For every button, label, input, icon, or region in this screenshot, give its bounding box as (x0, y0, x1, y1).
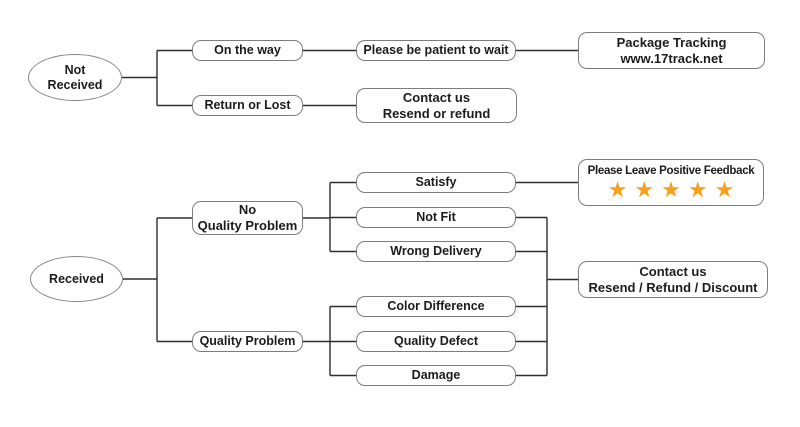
feedback-stars: ★★★★★ (607, 177, 742, 202)
connector-received-branch (123, 217, 192, 343)
node-satisfy: Satisfy (356, 172, 516, 193)
node-not-received: Not Received (28, 54, 122, 101)
node-received: Received (30, 256, 123, 302)
node-color-difference-label: Color Difference (387, 299, 485, 313)
node-received-label: Received (49, 271, 104, 286)
node-satisfy-label: Satisfy (415, 175, 457, 189)
node-no-quality-problem-label: No Quality Problem (197, 202, 298, 233)
node-return-or-lost: Return or Lost (192, 95, 303, 116)
node-damage-label: Damage (411, 368, 461, 382)
node-not-fit-label: Not Fit (416, 210, 456, 224)
node-wrong-delivery: Wrong Delivery (356, 241, 516, 262)
node-quality-problem: Quality Problem (192, 331, 303, 352)
node-be-patient-label: Please be patient to wait (363, 43, 509, 57)
node-quality-defect-label: Quality Defect (393, 334, 479, 348)
node-color-difference: Color Difference (356, 296, 516, 317)
node-contact-resend-refund-discount: Contact us Resend / Refund / Discount (578, 261, 768, 298)
node-be-patient: Please be patient to wait (356, 40, 516, 61)
node-package-tracking: Package Tracking www.17track.net (578, 32, 765, 69)
node-quality-defect: Quality Defect (356, 331, 516, 352)
connector-quality-branch (303, 305, 356, 377)
node-not-received-label: Not Received (47, 62, 103, 92)
node-package-tracking-label: Package Tracking www.17track.net (616, 34, 727, 66)
node-contact-resend-refund-label: Contact us Resend or refund (382, 89, 491, 121)
node-quality-problem-label: Quality Problem (199, 334, 296, 348)
node-on-the-way: On the way (192, 40, 303, 61)
node-contact-resend-refund-discount-label: Contact us Resend / Refund / Discount (588, 263, 758, 295)
node-no-quality-problem: No Quality Problem (192, 201, 303, 235)
node-return-or-lost-label: Return or Lost (204, 98, 291, 112)
node-wrong-delivery-label: Wrong Delivery (390, 244, 482, 258)
connector-converge-to-contact (516, 216, 578, 377)
connector-noquality-branch (303, 181, 356, 253)
node-not-fit: Not Fit (356, 207, 516, 228)
node-positive-feedback-label: Please Leave Positive Feedback (587, 165, 755, 177)
node-on-the-way-label: On the way (214, 43, 281, 57)
node-contact-resend-refund: Contact us Resend or refund (356, 88, 517, 123)
connector-not-received-branch (122, 49, 192, 107)
node-damage: Damage (356, 365, 516, 386)
node-positive-feedback: Please Leave Positive Feedback ★★★★★ (578, 159, 764, 206)
